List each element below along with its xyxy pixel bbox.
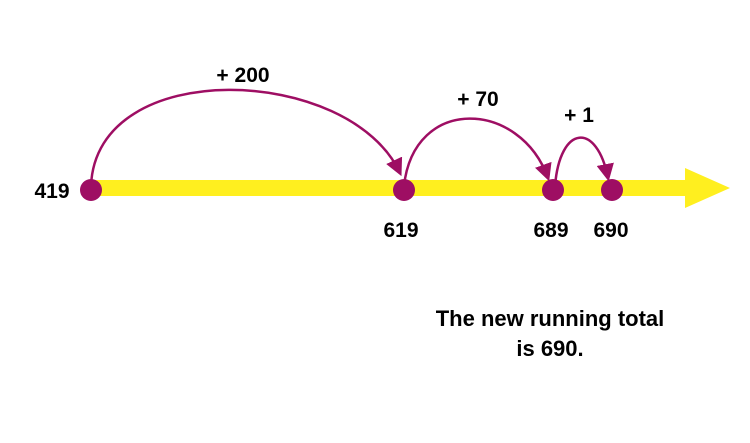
point-619 <box>393 179 415 201</box>
jump-label-200: + 200 <box>216 64 269 87</box>
jump-arc-200 <box>89 88 403 187</box>
jump-arc-70 <box>402 117 552 187</box>
point-419 <box>80 179 102 201</box>
point-label-689: 689 <box>533 219 568 242</box>
number-line-bar <box>90 180 690 196</box>
jump-label-1: + 1 <box>564 104 594 127</box>
caption-line-2: is 690. <box>516 336 584 361</box>
jump-label-70: + 70 <box>457 88 498 111</box>
point-label-619: 619 <box>383 219 418 242</box>
point-689 <box>542 179 564 201</box>
point-690 <box>601 179 623 201</box>
caption-line-1: The new running total <box>435 306 665 331</box>
running-total-caption: The new running total is 690. <box>390 304 710 364</box>
number-line-arrowhead <box>685 168 730 208</box>
jump-arc-1 <box>553 136 614 187</box>
point-label-690: 690 <box>593 219 628 242</box>
point-label-419: 419 <box>34 180 69 203</box>
